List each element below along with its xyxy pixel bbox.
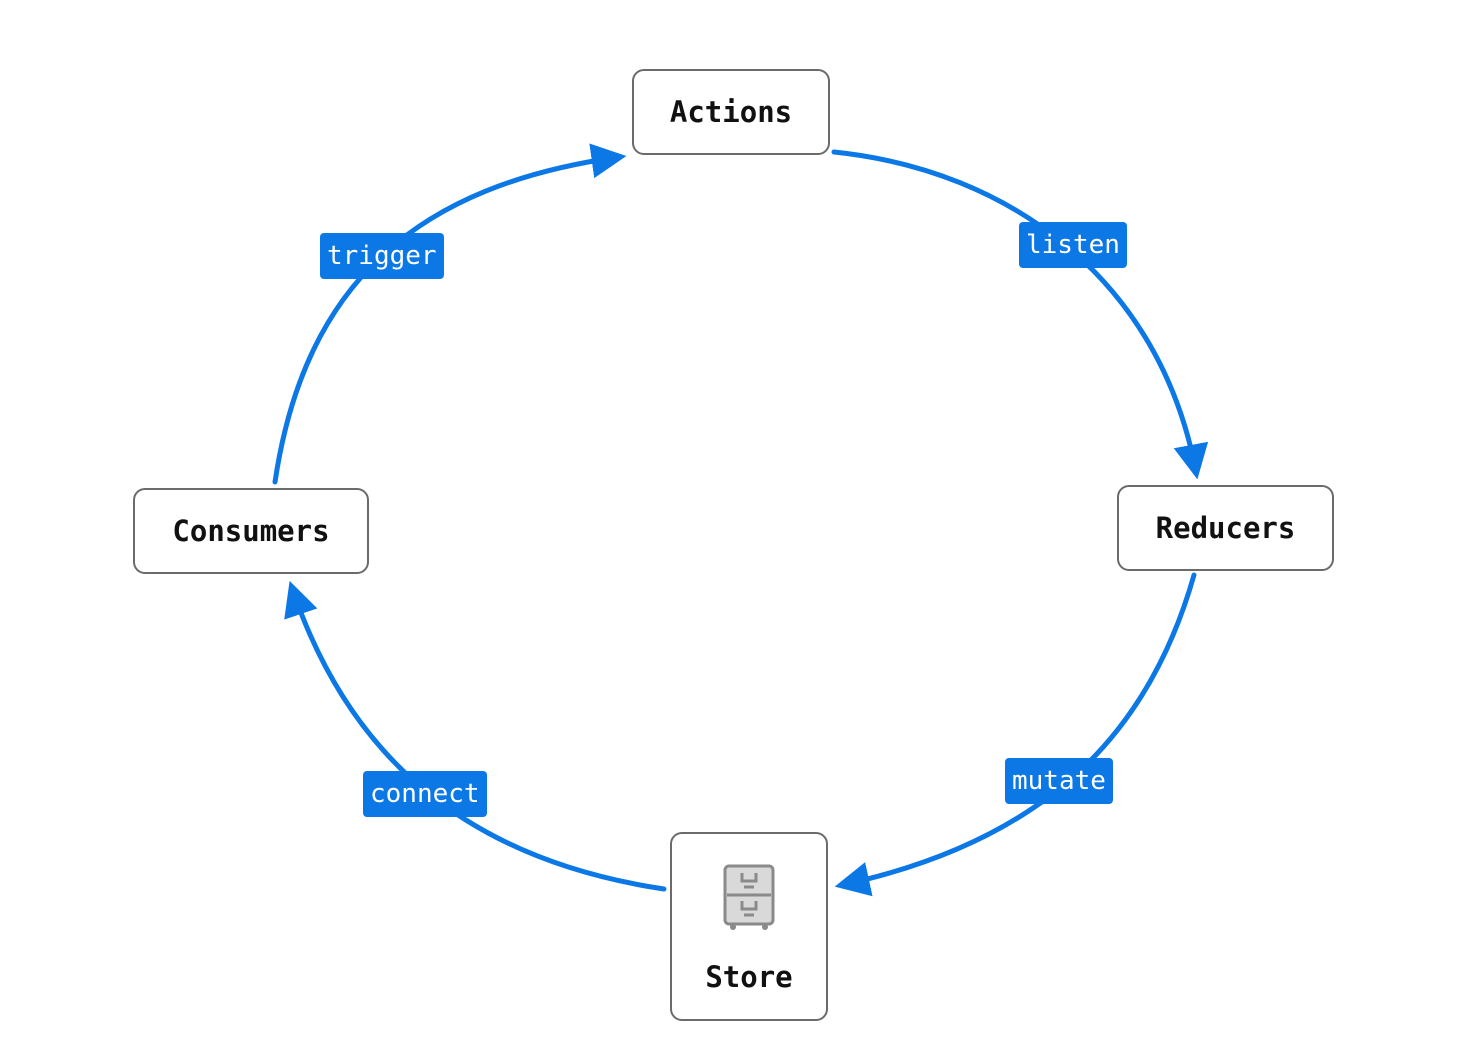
node-store-label: Store — [705, 960, 793, 994]
edge-label-connect: connect — [363, 771, 487, 817]
node-actions-label: Actions — [669, 95, 793, 129]
node-reducers-label: Reducers — [1155, 511, 1296, 545]
file-cabinet-icon — [723, 864, 775, 930]
edge-connect — [284, 580, 667, 892]
edge-label-listen: listen — [1019, 222, 1127, 268]
edge-label-trigger: trigger — [320, 233, 444, 279]
node-reducers: Reducers — [1117, 485, 1334, 571]
edge-trigger — [272, 143, 627, 485]
node-store: Store — [670, 832, 828, 1021]
node-actions: Actions — [632, 69, 830, 155]
node-consumers-label: Consumers — [172, 514, 330, 548]
edge-listen — [831, 149, 1209, 480]
edge-mutate — [834, 572, 1197, 897]
node-consumers: Consumers — [133, 488, 369, 574]
edge-label-mutate: mutate — [1005, 758, 1113, 804]
